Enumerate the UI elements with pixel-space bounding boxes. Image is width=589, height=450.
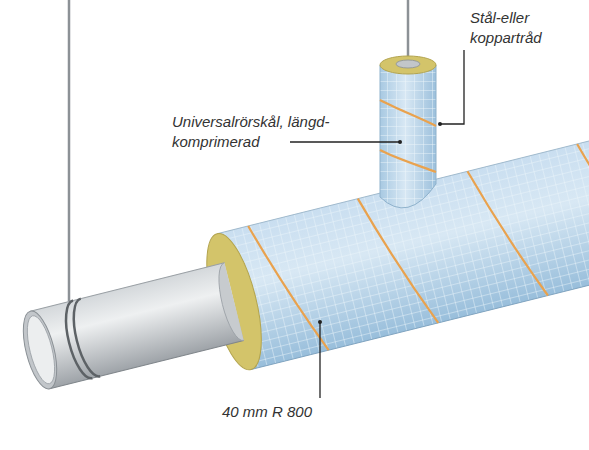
pipe-body <box>30 263 243 389</box>
part-label: 40 mm R 800 <box>222 402 342 422</box>
wire <box>380 100 436 126</box>
leader-line <box>290 141 400 142</box>
main-pipe <box>9 118 589 422</box>
wire <box>467 160 547 307</box>
branch-insulation <box>380 65 436 208</box>
leader-line <box>319 322 320 398</box>
pipe-end <box>17 308 64 392</box>
wire <box>358 187 438 334</box>
pipe-edge <box>30 263 224 311</box>
leader-dot <box>438 122 442 126</box>
hanger-rod <box>68 0 71 302</box>
hanger-rod <box>407 0 410 62</box>
branch-pipe <box>380 56 436 208</box>
wire <box>380 150 436 172</box>
leader-dot <box>318 320 322 324</box>
leader-dot <box>398 140 402 144</box>
part-label: Universalrörskål, längd- komprimerad <box>172 112 372 152</box>
pipe-entry <box>213 263 244 344</box>
part-label: Stål-eller koppartråd <box>470 8 575 48</box>
wire <box>577 132 589 279</box>
branch-pipe-end <box>396 60 420 68</box>
pipe-clamp <box>67 299 100 380</box>
pipe-bore <box>22 313 60 386</box>
leader-line <box>440 50 464 124</box>
branch-mesh <box>380 65 436 208</box>
branch-end-face <box>380 56 436 74</box>
